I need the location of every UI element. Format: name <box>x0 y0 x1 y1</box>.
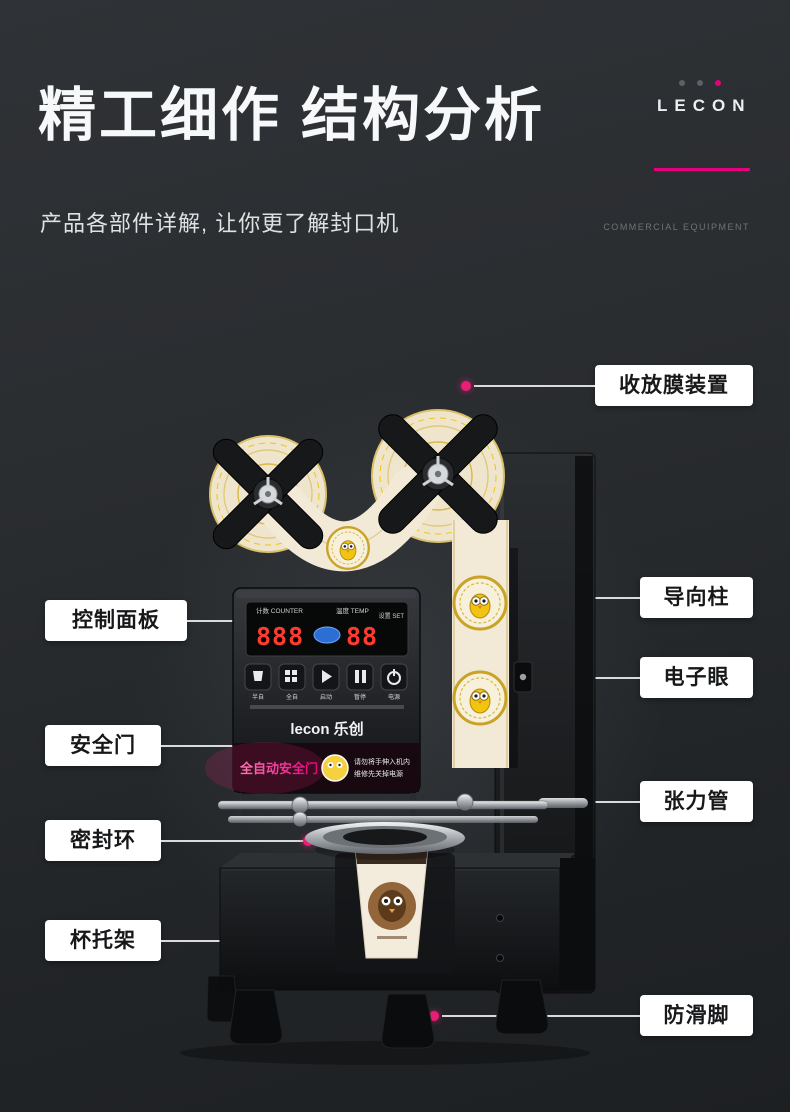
film-reel-right <box>378 414 498 534</box>
temp-label: 温度 TEMP <box>336 606 369 615</box>
product-image-cup-sealing-machine: 计数 COUNTER 温度 TEMP 设置 SET 888 88 <box>180 409 596 1065</box>
callout-sealing-ring: 密封环 <box>45 820 161 861</box>
callout-line <box>474 385 595 387</box>
warning-text: 请勿将手伸入机内 <box>354 757 410 766</box>
callout-film-device: 收放膜装置 <box>595 365 753 406</box>
door-knob <box>456 793 474 811</box>
dot-icon <box>715 80 721 86</box>
brand-logo: LECON <box>657 96 752 115</box>
page-title: 精工细作 结构分析 <box>38 83 546 148</box>
callout-dot <box>429 1011 439 1021</box>
callout-line <box>161 745 241 747</box>
pause-icon <box>355 670 366 683</box>
machine-feet <box>206 975 549 1049</box>
callout-tension-tube: 张力管 <box>640 781 753 822</box>
cup-mode-icon <box>253 671 263 681</box>
safety-door-rails <box>217 793 588 827</box>
tension-tube <box>538 798 588 808</box>
temp-value: 88 <box>346 622 378 651</box>
safety-strip: 全自动安全门 请勿将手伸入机内 维修先关掉电源 <box>205 742 419 794</box>
button-label: 暂停 <box>354 693 366 701</box>
electronic-eye <box>513 661 533 693</box>
brand-tagline: COMMERCIAL EQUIPMENT <box>603 222 750 232</box>
sealing-tray <box>305 822 465 860</box>
counter-value: 888 <box>256 622 304 651</box>
set-label: 设置 SET <box>379 612 405 620</box>
dot-icon <box>679 80 685 86</box>
callout-cup-holder: 杯托架 <box>45 920 161 961</box>
button-label: 电源 <box>388 693 400 701</box>
button-label: 启动 <box>320 693 332 701</box>
control-panel: 计数 COUNTER 温度 TEMP 设置 SET 888 88 <box>205 587 421 794</box>
safety-door-text: 全自动安全门 <box>239 761 318 776</box>
display: 计数 COUNTER 温度 TEMP 设置 SET 888 88 <box>245 601 409 657</box>
grid-mode-icon <box>285 670 297 682</box>
button-label: 半自 <box>252 693 264 701</box>
callout-dot <box>461 381 471 391</box>
guide-column <box>510 548 518 768</box>
film-reel-left <box>212 438 324 550</box>
page-subtitle: 产品各部件详解, 让你更了解封口机 <box>40 211 400 236</box>
panel-buttons: 半自 全自 启动 暂停 电源 <box>244 663 408 701</box>
brand-block: LECON <box>650 80 750 116</box>
sealing-ring <box>343 829 427 845</box>
panel-brand-logo: lecon 乐创 <box>290 720 363 738</box>
floor-shadow <box>180 1041 590 1065</box>
warning-text: 维修先关掉电源 <box>354 769 403 778</box>
callout-line <box>187 620 249 622</box>
callout-anti-slip-feet: 防滑脚 <box>640 995 753 1036</box>
mode-indicator <box>313 626 341 644</box>
accent-divider <box>654 168 750 171</box>
fine-print-line <box>250 705 404 709</box>
callout-electronic-eye: 电子眼 <box>640 657 753 698</box>
brand-dots-decoration <box>650 80 750 86</box>
start-icon <box>322 670 332 683</box>
dot-icon <box>697 80 703 86</box>
counter-label: 计数 COUNTER <box>256 606 303 615</box>
door-knob <box>291 796 309 814</box>
printed-cup <box>354 845 429 959</box>
button-label: 全自 <box>286 693 298 701</box>
callout-line <box>161 840 304 842</box>
door-knob <box>292 811 308 827</box>
owl-badge-icon <box>321 754 349 782</box>
callout-control-panel: 控制面板 <box>45 600 187 641</box>
callout-safety-door: 安全门 <box>45 725 161 766</box>
callout-guide-column: 导向柱 <box>640 577 753 618</box>
power-icon <box>387 669 401 685</box>
